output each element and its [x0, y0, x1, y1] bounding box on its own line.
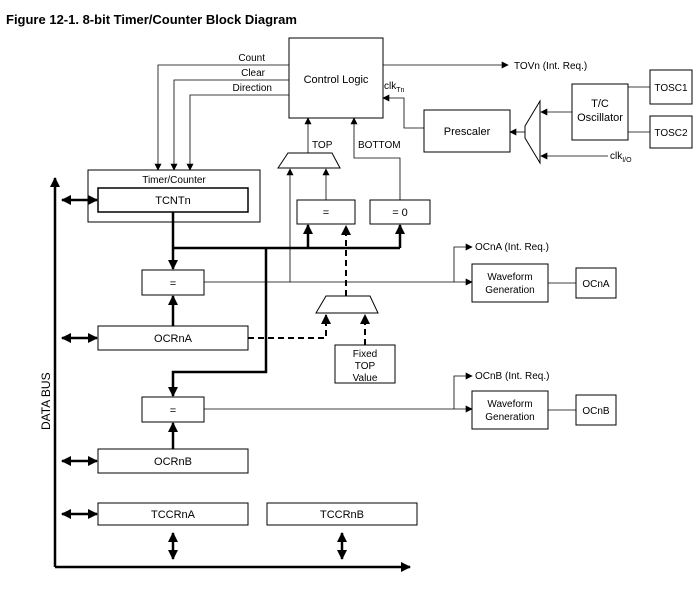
- clk-t-sub: Tn: [396, 87, 404, 94]
- data-bus-label: DATA BUS: [39, 372, 53, 430]
- control-logic-label: Control Logic: [304, 74, 369, 86]
- ocrb-label: OCRnB: [154, 456, 192, 468]
- clk-io-sub: I/O: [622, 157, 632, 164]
- oca-int-label: OCnA (Int. Req.): [475, 242, 549, 253]
- dashed-wires: [248, 225, 370, 345]
- wave-a-label-1: Waveform: [487, 272, 532, 283]
- compare-b-label: =: [170, 405, 176, 417]
- fixed-top-label-3: Value: [353, 373, 378, 384]
- direction-label: Direction: [233, 83, 272, 94]
- tccra-register: TCCRnA: [97, 502, 249, 526]
- figure-title: Figure 12-1. 8-bit Timer/Counter Block D…: [6, 12, 297, 27]
- control-logic-block: Control Logic: [288, 37, 384, 119]
- tc-oscillator-block: T/C Oscillator: [571, 83, 629, 141]
- waveform-generator-b: Waveform Generation: [471, 390, 549, 430]
- bottom-compare-block: = 0: [369, 199, 431, 225]
- clk-t-label: clkTn: [384, 81, 405, 94]
- clk-io-label: clkI/O: [610, 151, 632, 164]
- tcnt-label: TCNTn: [155, 195, 190, 207]
- prescaler-label: Prescaler: [444, 126, 491, 138]
- ocra-register: OCRnA: [97, 325, 249, 351]
- top-compare-block: =: [296, 199, 356, 225]
- wave-b-label-1: Waveform: [487, 399, 532, 410]
- thick-buses: [50, 177, 411, 572]
- ocra-label: OCRnA: [154, 333, 193, 345]
- fixed-top-value-block: Fixed TOP Value: [334, 344, 396, 384]
- wave-b-label-2: Generation: [485, 412, 534, 423]
- tccrb-label: TCCRnB: [320, 509, 364, 521]
- count-label: Count: [238, 53, 265, 64]
- tccra-label: TCCRnA: [151, 509, 196, 521]
- tc-osc-label-2: Oscillator: [577, 112, 623, 124]
- bottom-compare-label: = 0: [392, 207, 408, 219]
- tosc2-label: TOSC2: [654, 128, 688, 139]
- compare-a-label: =: [170, 278, 176, 290]
- waveform-generator-a: Waveform Generation: [471, 263, 549, 303]
- oca-pin: OCnA: [575, 267, 617, 299]
- tccrb-register: TCCRnB: [266, 502, 418, 526]
- bottom-label: BOTTOM: [358, 140, 401, 151]
- tcnt-register: [97, 187, 249, 213]
- oca-label: OCnA: [582, 279, 610, 290]
- timer-counter-label: Timer/Counter: [142, 175, 206, 186]
- compare-b-block: =: [141, 396, 205, 423]
- tc-osc-label-1: T/C: [591, 98, 609, 110]
- tov-label: TOVn (Int. Req.): [514, 61, 587, 72]
- ocrb-register: OCRnB: [97, 448, 249, 474]
- wave-a-label-2: Generation: [485, 285, 534, 296]
- prescaler-block: Prescaler: [423, 109, 511, 153]
- ocb-label: OCnB: [582, 406, 610, 417]
- tosc1-label: TOSC1: [654, 83, 688, 94]
- top-value-mux: [315, 295, 379, 314]
- top-compare-label: =: [323, 207, 329, 219]
- tosc2-block: TOSC2: [649, 115, 693, 149]
- fixed-top-label-2: TOP: [355, 361, 376, 372]
- top-mux: [277, 152, 341, 169]
- compare-a-block: =: [141, 269, 205, 296]
- clk-io-main: clk: [610, 151, 623, 162]
- top-label: TOP: [312, 140, 333, 151]
- clear-label: Clear: [241, 68, 266, 79]
- ocb-pin: OCnB: [575, 394, 617, 426]
- tosc1-block: TOSC1: [649, 69, 693, 105]
- ocb-int-label: OCnB (Int. Req.): [475, 371, 549, 382]
- thin-wires: [154, 61, 650, 413]
- clk-t-main: clk: [384, 81, 397, 92]
- clock-select-mux: [524, 99, 541, 165]
- fixed-top-label-1: Fixed: [353, 349, 377, 360]
